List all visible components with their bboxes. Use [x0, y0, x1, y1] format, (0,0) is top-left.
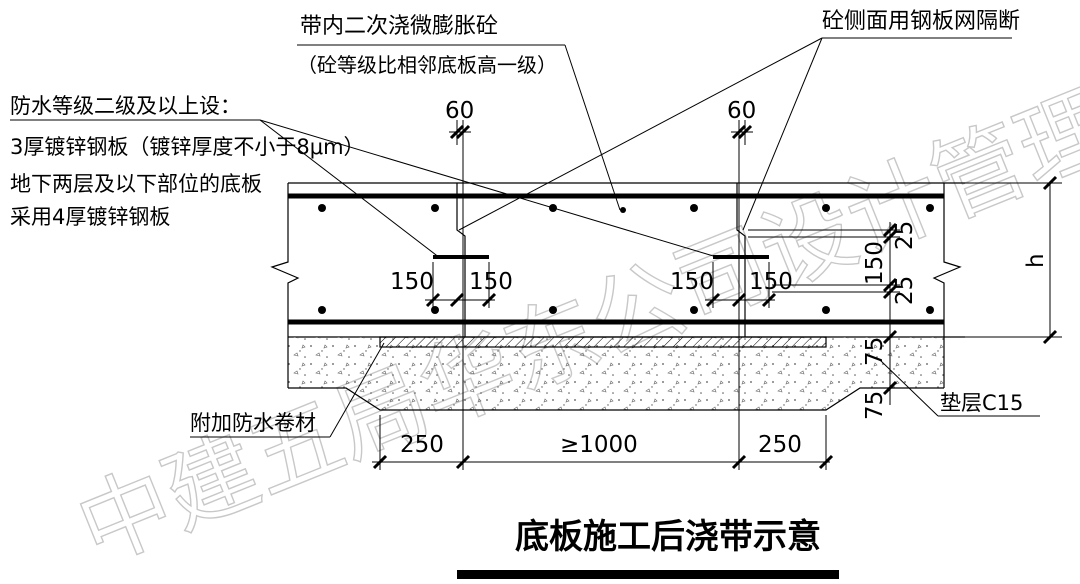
rebars	[288, 193, 944, 325]
cushion-label: 垫层C15	[940, 391, 1023, 415]
dim-25-bot: 25	[892, 276, 918, 305]
rebar-dots	[318, 204, 934, 314]
dim-150-mid: 150	[862, 241, 888, 285]
diagram-title: 底板施工后浇带示意	[515, 517, 821, 557]
dimension-ticks	[372, 124, 1058, 470]
leader-lines	[10, 37, 1040, 438]
dim-150-right-b: 150	[749, 269, 793, 295]
cushion-layer	[287, 337, 965, 411]
dim-25-top: 25	[892, 221, 918, 250]
waterproof-label-line2: 3厚镀锌钢板（镀锌厚度不小于8μm）	[10, 135, 365, 159]
waterproof-label-line4: 采用4厚镀锌钢板	[10, 205, 170, 229]
band-concrete-label: 带内二次浇微膨胀砼	[300, 14, 498, 39]
waterproof-label-line3: 地下两层及以下部位的底板	[10, 172, 262, 196]
dim-150-left-b: 150	[469, 269, 513, 295]
dim-250-left: 250	[400, 432, 444, 458]
dim-60-right: 60	[727, 98, 756, 124]
membrane-label: 附加防水卷材	[190, 411, 316, 435]
title-underline	[457, 570, 839, 579]
band-concrete-note: （砼等级比相邻底板高一级）	[297, 53, 557, 77]
dim-h: h	[1023, 253, 1049, 268]
dim-75-top: 75	[862, 337, 888, 366]
dim-60-left: 60	[445, 98, 474, 124]
construction-joints	[456, 183, 746, 337]
dim-250-right: 250	[758, 432, 802, 458]
dim-min-1000: ≥1000	[560, 432, 638, 458]
dim-150-right-a: 150	[670, 269, 714, 295]
side-mesh-label: 砼侧面用钢板网隔断	[822, 9, 1020, 34]
waterproof-membrane	[379, 336, 827, 348]
waterproof-label-line1: 防水等级二级及以上设：	[10, 94, 241, 118]
dim-150-left-a: 150	[390, 269, 434, 295]
dim-75-bot: 75	[862, 391, 888, 420]
